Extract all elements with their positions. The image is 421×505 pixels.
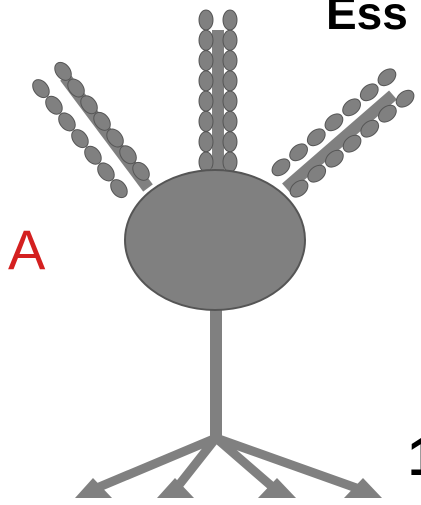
- dendritic-spine: [223, 30, 237, 50]
- dendritic-spine: [393, 87, 417, 111]
- dendritic-spine: [223, 91, 237, 111]
- dendritic-spine: [199, 71, 213, 91]
- dendritic-spine: [322, 111, 346, 135]
- dendritic-spine: [199, 91, 213, 111]
- dendritic-spine: [286, 141, 310, 165]
- dendritic-spine: [375, 66, 399, 90]
- dendritic-spine: [339, 96, 363, 120]
- dendritic-spine: [223, 111, 237, 131]
- dendritic-spine: [199, 10, 213, 30]
- dendritic-spine: [199, 30, 213, 50]
- dendritic-spine: [223, 10, 237, 30]
- dendritic-spine: [199, 111, 213, 131]
- dendritic-spine: [223, 152, 237, 172]
- dendritic-spine: [223, 51, 237, 71]
- dendritic-spine: [199, 132, 213, 152]
- dendritic-spine: [199, 152, 213, 172]
- dendritic-spine: [304, 126, 328, 150]
- axon-terminal: [157, 478, 194, 498]
- axon-terminals: [75, 438, 382, 498]
- dendrite-right: [286, 95, 393, 188]
- dendritic-spine: [223, 132, 237, 152]
- dendritic-spine: [223, 71, 237, 91]
- cell-body: [125, 170, 305, 310]
- dendritic-spine: [199, 51, 213, 71]
- dendritic-spine: [269, 156, 293, 180]
